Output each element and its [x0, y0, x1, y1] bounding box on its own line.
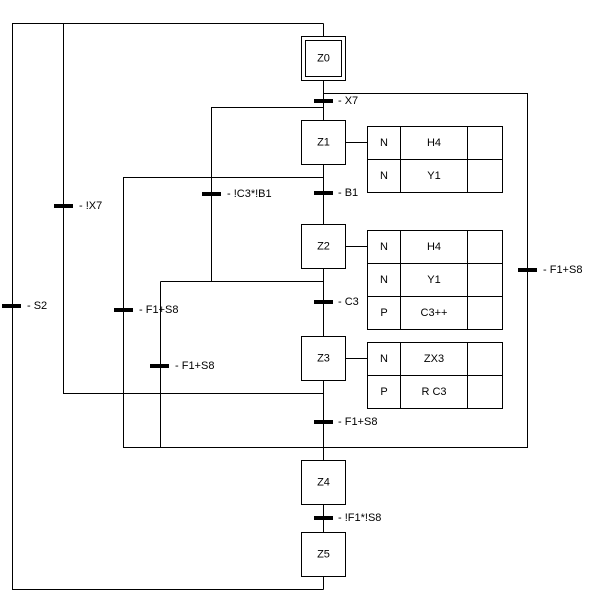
action-qualifier: N: [380, 274, 388, 286]
action-qualifier: N: [380, 241, 388, 253]
action-name: Y1: [427, 274, 440, 286]
action-row[interactable]: N ZX3: [367, 342, 503, 376]
step-z3-box: [301, 336, 346, 381]
action-row[interactable]: N H4: [367, 230, 503, 264]
step-z5-box: [301, 532, 346, 577]
transition-bar-not-c3-not-b1[interactable]: [202, 192, 221, 196]
transition-label-x7: - X7: [338, 95, 358, 107]
qualifier-cell: [367, 230, 401, 264]
step-z0[interactable]: Z0: [301, 36, 346, 81]
transition-bar-z1-z4[interactable]: [114, 308, 133, 312]
action-cell: [400, 375, 468, 409]
step-z3[interactable]: Z3: [301, 336, 346, 381]
action-cell: [400, 296, 468, 330]
step-z3-label: Z3: [317, 353, 330, 365]
step-z4-label: Z4: [317, 477, 330, 489]
transition-label-s2: - S2: [27, 300, 47, 312]
extra-cell: [467, 126, 503, 160]
qualifier-cell: [367, 375, 401, 409]
action-row[interactable]: N Y1: [367, 263, 503, 297]
qualifier-cell: [367, 296, 401, 330]
step-z1-label: Z1: [317, 137, 330, 149]
step-z5[interactable]: Z5: [301, 532, 346, 577]
transition-bar-b1[interactable]: [314, 191, 333, 195]
action-name: Y1: [427, 170, 440, 182]
transition-label-not-x7: - !X7: [79, 200, 102, 212]
transition-bar-z3-z4[interactable]: [314, 420, 333, 424]
transition-bar-z2-z4[interactable]: [150, 364, 169, 368]
step-z2-box: [301, 224, 346, 269]
step-z1-box: [301, 120, 346, 165]
qualifier-cell: [367, 159, 401, 193]
transition-bar-s2[interactable]: [2, 304, 21, 308]
loop-not-x7: [63, 23, 324, 394]
transition-bar-z4-z5[interactable]: [314, 516, 333, 520]
transition-label-z2-z4: - F1+S8: [175, 360, 214, 372]
action-name: R C3: [421, 386, 446, 398]
extra-cell: [467, 263, 503, 297]
action-row[interactable]: N Y1: [367, 159, 503, 193]
step-z4[interactable]: Z4: [301, 460, 346, 505]
step-z0-label: Z0: [317, 53, 330, 65]
step-z0-inner: [305, 40, 342, 77]
transition-bar-x7[interactable]: [314, 99, 333, 103]
transition-label-c3: - C3: [338, 296, 359, 308]
transition-bar-z0-z4[interactable]: [518, 268, 537, 272]
action-qualifier: N: [380, 170, 388, 182]
step-z1[interactable]: Z1: [301, 120, 346, 165]
action-name: C3++: [421, 307, 448, 319]
action-name: ZX3: [424, 353, 444, 365]
transition-label-z0-z4: - F1+S8: [543, 264, 582, 276]
action-name: H4: [427, 241, 441, 253]
extra-cell: [467, 375, 503, 409]
transitions: - X7 - B1 - C3 - F1+S8 - !F1*!S8 - S2 - …: [2, 95, 582, 524]
action-row[interactable]: P C3++: [367, 296, 503, 330]
skip-z1-z4: [123, 177, 324, 448]
action-cell: [400, 342, 468, 376]
action-qualifier: N: [380, 353, 388, 365]
action-cell: [400, 263, 468, 297]
transition-label-z1-z4: - F1+S8: [139, 304, 178, 316]
transition-label-not-c3-not-b1: - !C3*!B1: [227, 188, 272, 200]
transition-bar-not-x7[interactable]: [54, 204, 73, 208]
extra-cell: [467, 296, 503, 330]
action-qualifier: P: [380, 307, 387, 319]
action-cell: [400, 126, 468, 160]
action-row[interactable]: P R C3: [367, 375, 503, 409]
step-z5-label: Z5: [317, 549, 330, 561]
steps: Z0 Z1 Z2 Z3 Z4 Z5: [301, 36, 346, 577]
action-qualifier: P: [380, 386, 387, 398]
extra-cell: [467, 230, 503, 264]
action-cell: [400, 159, 468, 193]
extra-cell: [467, 159, 503, 193]
transition-label-b1: - B1: [338, 187, 358, 199]
step-z4-box: [301, 460, 346, 505]
transition-label-z3-z4: - F1+S8: [338, 416, 377, 428]
action-qualifier: N: [380, 137, 388, 149]
extra-cell: [467, 342, 503, 376]
transition-label-z4-z5: - !F1*!S8: [338, 512, 381, 524]
step-z2-label: Z2: [317, 241, 330, 253]
action-row[interactable]: N H4: [367, 126, 503, 160]
action-name: H4: [427, 137, 441, 149]
transition-bar-c3[interactable]: [314, 300, 333, 304]
step-z2[interactable]: Z2: [301, 224, 346, 269]
